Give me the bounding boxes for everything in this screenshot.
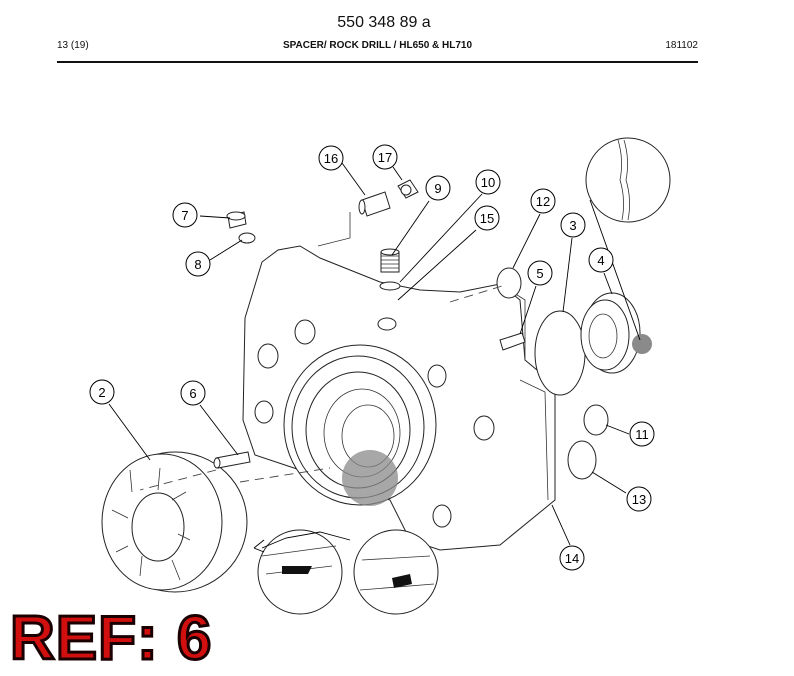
part-9-insert — [379, 248, 401, 291]
callout-10: 10 — [475, 169, 501, 195]
svg-text:7: 7 — [181, 208, 188, 223]
callout-16: 16 — [318, 145, 344, 171]
callout-15: 15 — [474, 205, 500, 231]
assembly-axis-pin — [139, 469, 217, 491]
callout-7: 7 — [172, 202, 198, 228]
svg-text:6: 6 — [189, 386, 196, 401]
part-2-bushing — [101, 451, 248, 593]
callout-4: 4 — [588, 247, 614, 273]
drawing-code: 181102 — [665, 40, 698, 51]
drawing-title: SPACER/ ROCK DRILL / HL650 & HL710 — [282, 40, 473, 51]
svg-text:13: 13 — [632, 492, 646, 507]
callout-5: 5 — [527, 260, 553, 286]
svg-text:14: 14 — [565, 551, 579, 566]
callout-9: 9 — [425, 175, 451, 201]
part-12-oring — [496, 267, 522, 299]
detail-leader-bottom — [261, 531, 351, 549]
callout-3: 3 — [560, 212, 586, 238]
part-13-oring — [567, 440, 597, 480]
part-8-washer — [238, 232, 256, 244]
svg-text:9: 9 — [434, 181, 441, 196]
svg-text:10: 10 — [481, 175, 495, 190]
assembly-axis-bore — [239, 467, 331, 483]
part-11-oring — [583, 404, 609, 436]
detail-view-bottom-left — [257, 529, 343, 615]
reference-stamp: REF: 6 — [8, 604, 213, 673]
callout-11: 11 — [629, 421, 655, 447]
header-divider — [57, 61, 698, 63]
callout-8: 8 — [185, 251, 211, 277]
svg-text:12: 12 — [536, 194, 550, 209]
svg-text:11: 11 — [635, 427, 649, 442]
part-7-plug — [226, 211, 247, 229]
part-3-oring — [534, 310, 586, 396]
callout-12: 12 — [530, 188, 556, 214]
svg-text:16: 16 — [324, 151, 338, 166]
svg-text:5: 5 — [536, 266, 543, 281]
svg-text:15: 15 — [480, 211, 494, 226]
callout-14: 14 — [559, 545, 585, 571]
detail-arrowhead — [253, 539, 265, 553]
part-5-pin — [499, 332, 526, 351]
callout-13: 13 — [626, 486, 652, 512]
page-indicator: 13 (19) — [57, 40, 89, 51]
nipple-guide-line — [317, 212, 351, 247]
callout-leaders — [108, 162, 630, 546]
callout-17: 17 — [372, 144, 398, 170]
assembly-axis-oring — [449, 285, 503, 303]
svg-text:2: 2 — [98, 385, 105, 400]
callout-2: 2 — [89, 379, 115, 405]
svg-text:4: 4 — [597, 253, 604, 268]
spacer-housing — [242, 245, 556, 551]
svg-text:17: 17 — [378, 150, 392, 165]
detail-view-bottom-right — [353, 529, 439, 615]
callout-6: 6 — [180, 380, 206, 406]
document-number: 550 348 89 a — [337, 14, 431, 31]
part-4-sleeve — [580, 292, 652, 374]
detail-view-top — [585, 137, 671, 341]
part-16-nipple — [358, 191, 391, 217]
svg-text:8: 8 — [194, 257, 201, 272]
part-6-pin — [213, 451, 251, 469]
page-header: 13 (19) SPACER/ ROCK DRILL / HL650 & HL7… — [57, 40, 698, 56]
svg-text:3: 3 — [569, 218, 576, 233]
part-17-nut — [397, 179, 419, 199]
